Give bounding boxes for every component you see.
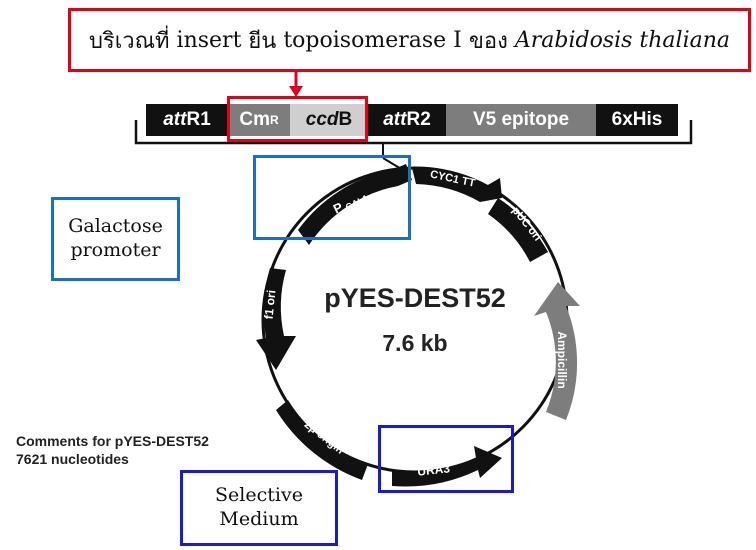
insert-word: insert [176, 27, 242, 53]
ura3-arrow [392, 446, 502, 487]
ccdb-suffix: B [338, 109, 353, 130]
f1-ori-arrow [256, 268, 296, 370]
selective-line1: Selective [215, 484, 303, 507]
ampicillin-arrow [534, 282, 580, 420]
ura3-highlight-box [378, 425, 514, 493]
p-gal1-arrow [298, 164, 412, 245]
f1-ori-label: f1 ori [262, 289, 279, 320]
ampicillin-label: Ampicillin [555, 331, 569, 388]
puc-ori-arrow [488, 198, 548, 262]
att-r2-italic: att [383, 109, 407, 130]
comments-block: Comments for pYES-DEST52 7621 nucleotide… [16, 432, 209, 468]
att-r2-suffix: R2 [406, 109, 431, 130]
comments-line2: 7621 nucleotides [16, 451, 129, 468]
insert-thai-of: ของ [468, 28, 508, 54]
cm-ccdb-highlight-box [227, 96, 368, 142]
cm-superscript: R [269, 113, 279, 127]
galactose-line2: promoter [70, 239, 161, 261]
insert-organism: Arabidosis thaliana [514, 27, 731, 53]
six-his-segment: 6xHis [596, 104, 678, 136]
att-r1-italic: att [163, 109, 187, 130]
att-r1-suffix: R1 [186, 109, 211, 130]
insert-pointer-arrowhead [289, 86, 303, 97]
galactose-line1: Galactose [68, 215, 163, 238]
insert-thai-mid: ยีน [248, 28, 277, 54]
two-micron-arrow [276, 400, 368, 480]
p-gal1-highlight-box [253, 155, 411, 240]
cm-base: Cm [239, 109, 270, 130]
insert-thai-prefix: บริเวณที่ [88, 28, 170, 54]
ura3-label: URA3 [417, 461, 451, 478]
plasmid-size: 7.6 kb [382, 330, 448, 356]
v5-epitope-segment: V5 epitope [446, 104, 596, 136]
selective-line2: Medium [219, 508, 299, 530]
ccdb-italic: ccd [305, 109, 339, 130]
plasmid-name: pYES-DEST52 [324, 283, 506, 313]
insert-gene: topoisomerase I [283, 27, 462, 53]
selective-medium-callout: Selective Medium [180, 470, 338, 546]
insert-site-callout: บริเวณที่ insert ยีน topoisomerase I ของ… [68, 8, 751, 72]
cassette-bracket [134, 120, 693, 145]
cyc1-arrow [412, 167, 502, 202]
comments-line1: Comments for pYES-DEST52 [16, 433, 209, 449]
galactose-promoter-callout: Galactose promoter [51, 197, 180, 281]
